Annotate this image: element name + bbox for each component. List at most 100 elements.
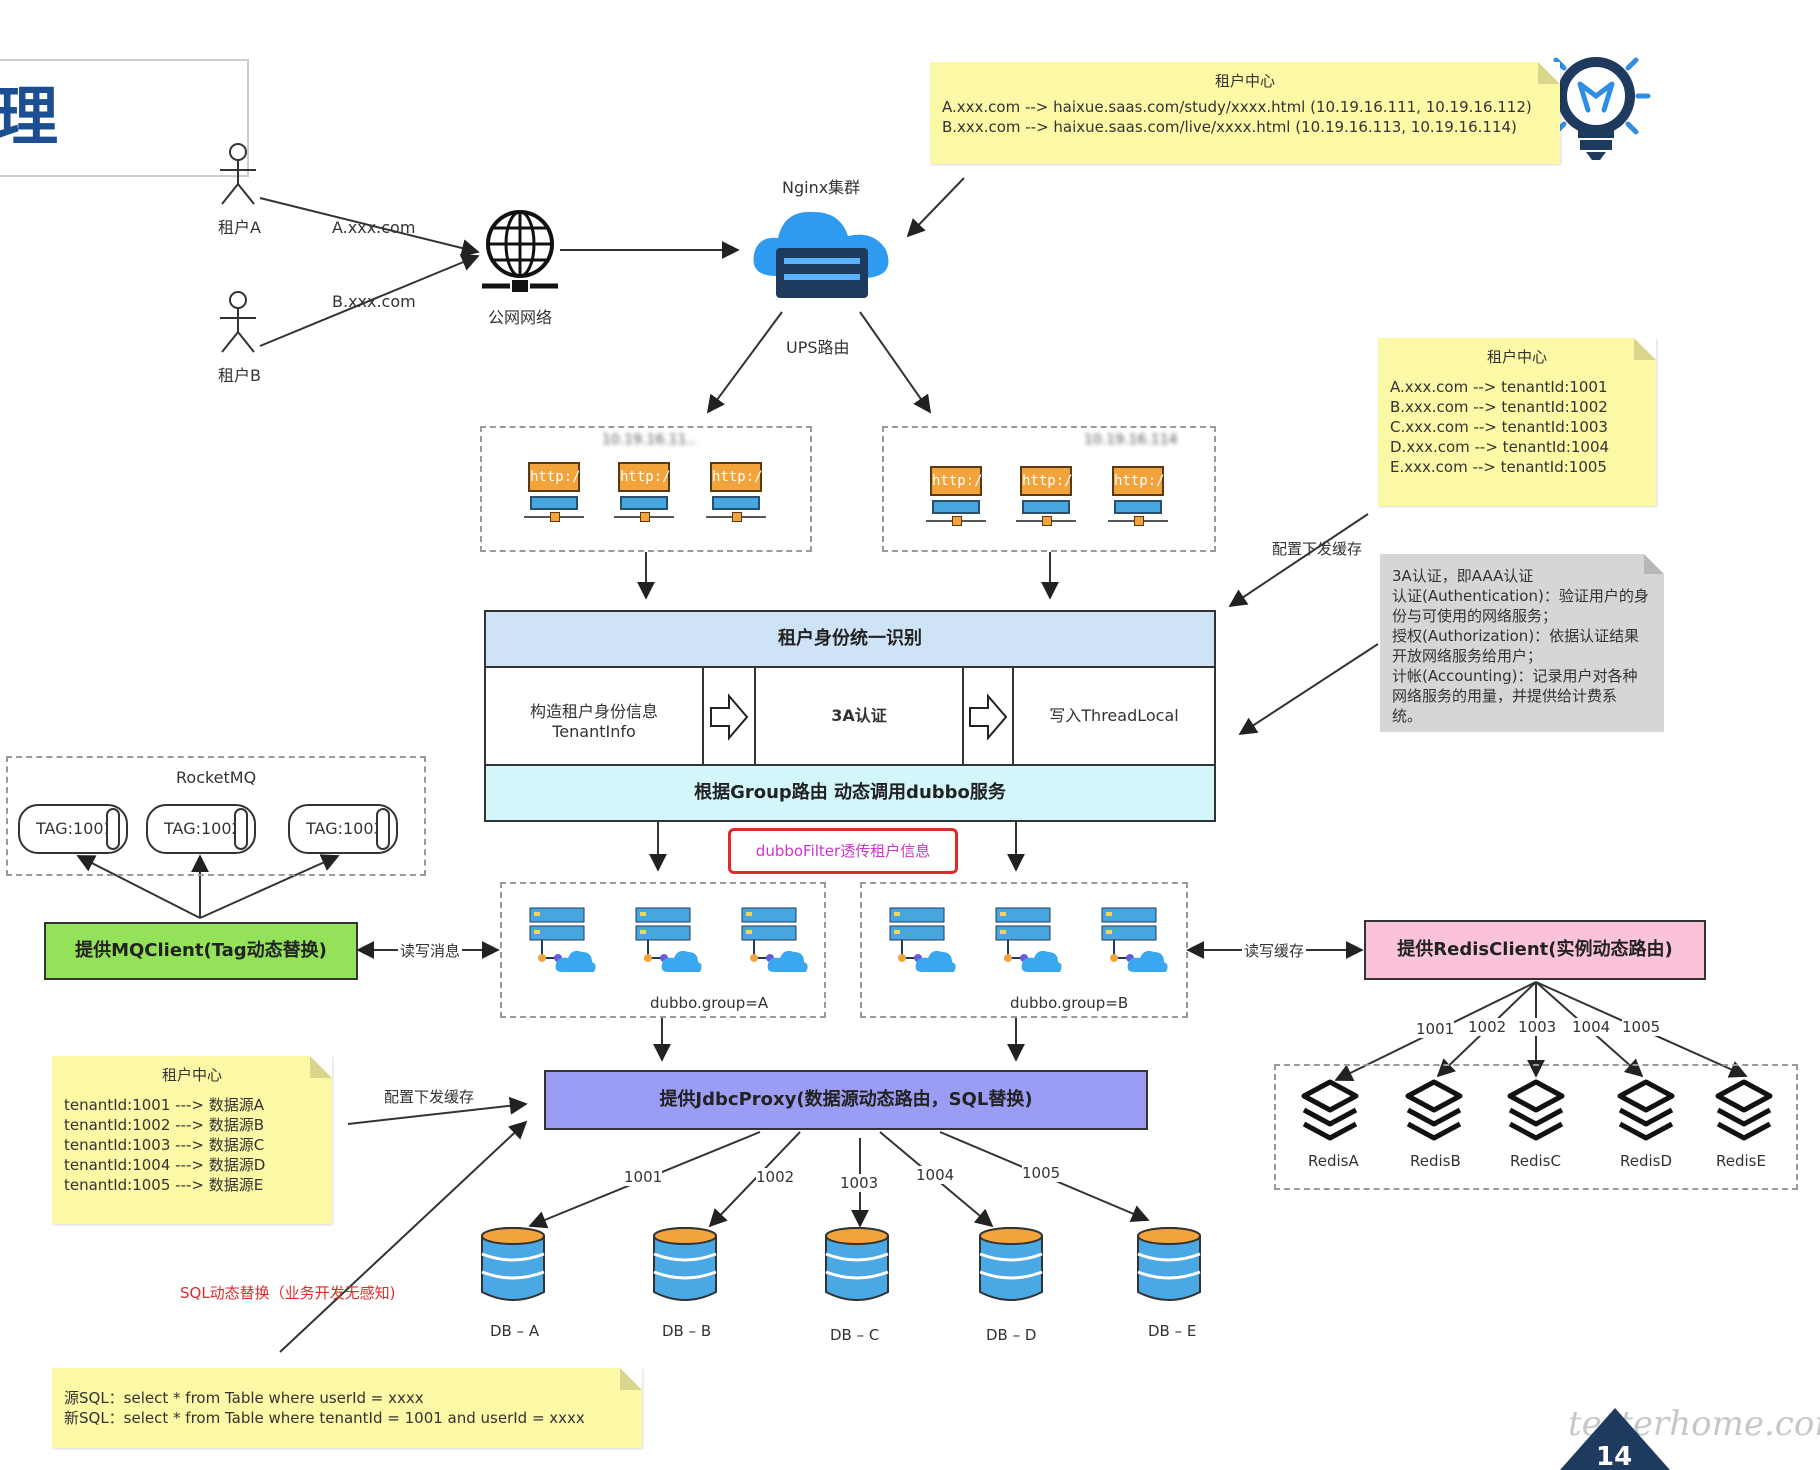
page-badge-triangle: [1560, 1408, 1670, 1470]
redis-edge-label: 1002: [1468, 1018, 1507, 1036]
identity-step-tenantinfo-line1: 构造租户身份信息: [529, 702, 658, 721]
edge-note-nginx: [906, 177, 965, 238]
redis-node-label: RedisD: [1620, 1152, 1673, 1170]
domain-b-label: B.xxx.com: [332, 292, 416, 311]
config-cache-bottom-label: 配置下发缓存: [384, 1088, 475, 1106]
cloud-server-icon: [529, 907, 596, 972]
edge-mq-tag3: [199, 854, 340, 919]
dubbo-group-b-label: dubbo.group=B: [1010, 994, 1129, 1012]
identity-step-tenantinfo-line2: TenantInfo: [552, 722, 636, 741]
note-title: 租户中心: [1486, 348, 1547, 366]
db-node-label: DB – C: [830, 1326, 880, 1344]
page-title-fragment: 理: [0, 81, 58, 155]
sql-line: 源SQL：select * from Table where userId = …: [64, 1389, 424, 1407]
config-cache-top-label: 配置下发缓存: [1272, 540, 1363, 558]
edge-tenant-a-internet: [259, 197, 480, 257]
tenant-a-label: 租户A: [218, 218, 261, 237]
hollow-arrow-icon: [710, 693, 749, 741]
database-icon: [979, 1227, 1043, 1301]
aaa-line: 授权(Authorization)：依据认证结果: [1392, 627, 1640, 645]
aaa-line: 统。: [1392, 707, 1423, 725]
http-label: http://: [710, 462, 771, 492]
identity-arrow-cell: [704, 668, 756, 764]
identity-step-threadlocal: 写入ThreadLocal: [1049, 706, 1179, 725]
database-icon: [481, 1227, 545, 1301]
redis-node-label: RedisC: [1510, 1152, 1561, 1170]
edge-tenantnote-identity: [1228, 513, 1369, 607]
identity-step-tenantinfo: 构造租户身份信息 TenantInfo: [486, 668, 704, 764]
ups-route-label: UPS路由: [786, 338, 850, 357]
aaa-line: 认证(Authentication)：验证用户的身: [1392, 587, 1649, 605]
hollow-arrow-icon: [969, 693, 1008, 741]
redis-edge-label: 1003: [1518, 1018, 1557, 1036]
http-label: http://: [528, 462, 589, 492]
http-label: http://: [618, 462, 679, 492]
rocketmq-title: RocketMQ: [176, 768, 257, 787]
web-server-tile: http://: [614, 462, 679, 524]
edge-nginx-left: [706, 311, 783, 414]
tenant-center-datasource-note: 租户中心 tenantId:1001 ---> 数据源A tenantId:10…: [52, 1056, 332, 1224]
edge-dsnote-jdbc: [347, 1096, 528, 1125]
db-edge-label: 1003: [840, 1174, 879, 1192]
db-node-label: DB – A: [490, 1322, 540, 1340]
identity-header: 租户身份统一识别: [484, 610, 1216, 668]
web-server-tile: http://: [524, 462, 589, 524]
sql-example-note: 源SQL：select * from Table where userId = …: [52, 1368, 642, 1448]
rocketmq-tag: TAG:1003: [288, 804, 398, 854]
web-group-left-header: 10.19.16.11..: [602, 432, 696, 448]
note-line: tenantId:1001 ---> 数据源A: [64, 1096, 264, 1114]
redis-client-box: 提供RedisClient(实例动态路由): [1364, 920, 1706, 980]
cloud-server-icon: [1101, 907, 1168, 972]
title-panel-frame: [0, 59, 249, 177]
aaa-line: 份与可使用的网络服务；: [1392, 607, 1558, 625]
http-label: http://: [1112, 466, 1173, 496]
tenant-center-id-note: 租户中心 A.xxx.com --> tenantId:1001 B.xxx.c…: [1378, 338, 1656, 506]
redis-cluster-group: [1274, 1064, 1798, 1190]
redis-edge-label: 1001: [1416, 1020, 1455, 1038]
tenant-center-url-note: 租户中心 A.xxx.com --> haixue.saas.com/study…: [930, 62, 1560, 164]
dubbo-group-a-box: [500, 882, 826, 1018]
sql-replace-label: SQL动态替换（业务开发无感知): [180, 1284, 396, 1302]
redis-edge-label: 1005: [1622, 1018, 1661, 1036]
edge-db-b: [708, 1131, 801, 1228]
domain-a-label: A.xxx.com: [332, 218, 416, 237]
db-edge-label: 1002: [756, 1168, 795, 1186]
cloud-server-icon: [995, 907, 1062, 972]
cloud-server-icon: [635, 907, 702, 972]
rw-cache-label: 读写缓存: [1242, 940, 1307, 961]
jdbc-proxy-box: 提供JdbcProxy(数据源动态路由，SQL替换): [544, 1070, 1148, 1130]
note-line: B.xxx.com --> tenantId:1002: [1390, 398, 1608, 416]
edge-aaa-identity: [1238, 643, 1379, 735]
globe-network-icon: [482, 210, 558, 292]
identity-arrow-cell: [964, 668, 1014, 764]
note-line: C.xxx.com --> tenantId:1003: [1390, 418, 1608, 436]
edge-nginx-right: [859, 311, 932, 414]
redis-stack-icon: [1617, 1079, 1675, 1141]
database-icon: [825, 1227, 889, 1301]
edge-mq-tag1: [76, 855, 201, 919]
db-edge-label: 1004: [916, 1166, 955, 1184]
rocketmq-group: [6, 756, 426, 876]
redis-stack-icon: [1715, 1079, 1773, 1141]
nginx-cluster-label: Nginx集群: [782, 178, 861, 197]
internet-label: 公网网络: [488, 308, 553, 327]
edge-tenant-b-internet: [259, 253, 480, 347]
dubbo-filter-callout: dubboFilter透传租户信息: [728, 828, 958, 874]
note-line: A.xxx.com --> haixue.saas.com/study/xxxx…: [942, 98, 1532, 116]
identity-step-3a: 3A认证: [756, 668, 964, 764]
web-group-left: 10.19.16.11..: [480, 426, 812, 552]
note-title: 租户中心: [1214, 72, 1275, 90]
db-edge-label: 1001: [624, 1168, 663, 1186]
http-label: http://: [1020, 466, 1081, 496]
group-route-bar: 根据Group路由 动态调用dubbo服务: [484, 764, 1216, 822]
redis-edge-label: 1004: [1572, 1018, 1611, 1036]
identity-steps-row: [484, 666, 1216, 766]
database-icon: [653, 1227, 717, 1301]
db-node-label: DB – B: [662, 1322, 712, 1340]
tenant-b-label: 租户B: [218, 366, 261, 385]
web-group-right: 10.19.16.114: [882, 426, 1216, 552]
http-label: http://: [930, 466, 991, 496]
db-node-label: DB – D: [986, 1326, 1037, 1344]
tenant-b-person-icon: [220, 291, 256, 353]
